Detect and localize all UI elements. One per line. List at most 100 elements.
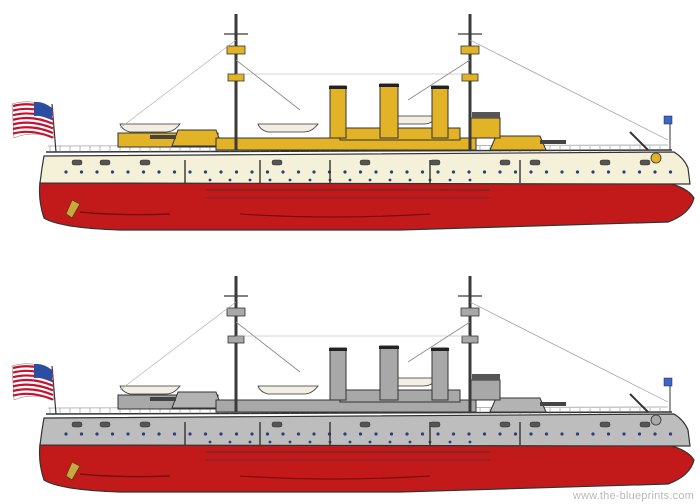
- watermark-text: www.the-blueprints.com: [572, 490, 694, 502]
- porthole: [653, 432, 657, 436]
- porthole: [296, 432, 301, 436]
- porthole: [482, 432, 487, 436]
- porthole: [348, 440, 352, 444]
- porthole: [388, 440, 392, 444]
- fighting-top: [227, 73, 245, 82]
- porthole: [288, 178, 292, 182]
- porthole: [188, 170, 192, 174]
- aft-turret-guns: [150, 397, 176, 401]
- porthole: [110, 170, 115, 174]
- porthole: [668, 432, 673, 436]
- flag-stripe: [12, 121, 54, 130]
- porthole: [606, 432, 611, 436]
- porthole: [268, 178, 272, 182]
- rigging-line: [235, 59, 301, 111]
- flag-stripe: [12, 116, 54, 125]
- backstay: [119, 301, 237, 391]
- flag-stripe: [12, 383, 54, 392]
- porthole: [436, 170, 440, 174]
- gun-port: [99, 159, 111, 166]
- propeller-shaft: [79, 473, 171, 478]
- rigging-line: [407, 59, 471, 101]
- porthole: [343, 170, 347, 174]
- porthole: [420, 170, 425, 174]
- porthole: [296, 170, 301, 174]
- gun-port: [599, 159, 611, 166]
- porthole: [265, 432, 270, 436]
- gun-port: [71, 421, 83, 428]
- lower-hull: [38, 443, 695, 493]
- porthole: [448, 440, 452, 444]
- rigging-line: [235, 321, 301, 373]
- porthole: [529, 432, 533, 436]
- porthole: [203, 432, 208, 436]
- forward-turret-guns: [540, 140, 566, 144]
- lifeboat: [257, 385, 319, 395]
- funnel-cap: [379, 346, 399, 349]
- porthole: [668, 170, 673, 174]
- union-jack-icon: [663, 377, 673, 387]
- gun-port: [271, 159, 283, 166]
- funnel-cap: [431, 348, 449, 351]
- porthole: [498, 432, 502, 436]
- porthole: [467, 170, 471, 174]
- porthole: [64, 170, 68, 174]
- forward-turret-guns: [540, 402, 566, 406]
- upper-hull: [39, 413, 691, 447]
- flag-staff: [51, 103, 57, 153]
- bilge-keel-line: [239, 475, 431, 480]
- porthole: [451, 170, 456, 174]
- porthole: [288, 440, 292, 444]
- porthole: [591, 170, 595, 174]
- funnel-cap: [379, 84, 399, 87]
- backstay: [119, 39, 237, 129]
- porthole: [188, 432, 192, 436]
- gun-port: [529, 159, 541, 166]
- funnel: [329, 347, 347, 401]
- porthole: [219, 170, 223, 174]
- porthole: [248, 440, 252, 444]
- bilge-keel-line: [239, 213, 431, 218]
- porthole: [368, 440, 372, 444]
- fighting-top: [227, 335, 245, 344]
- porthole: [513, 432, 518, 436]
- gun-port: [429, 421, 441, 428]
- porthole: [219, 432, 223, 436]
- funnel: [379, 83, 399, 139]
- aft-turret-guns: [150, 135, 176, 139]
- bow-davit: [629, 393, 649, 413]
- forestay: [469, 39, 669, 141]
- lifeboat: [257, 123, 319, 133]
- porthole: [591, 432, 595, 436]
- union-jack-icon: [663, 115, 673, 125]
- forward-turret: [489, 135, 547, 151]
- porthole: [560, 170, 564, 174]
- porthole: [312, 432, 316, 436]
- porthole: [544, 432, 549, 436]
- porthole: [208, 178, 212, 182]
- gun-port: [139, 421, 151, 428]
- porthole: [405, 170, 409, 174]
- porthole: [203, 170, 208, 174]
- porthole: [408, 178, 412, 182]
- flag-staff: [51, 365, 57, 415]
- anchor-icon: [650, 414, 662, 426]
- porthole: [248, 178, 252, 182]
- porthole: [358, 432, 363, 436]
- funnel-cap: [431, 86, 449, 89]
- porthole: [653, 170, 657, 174]
- aft-turret: [171, 129, 223, 147]
- porthole: [348, 178, 352, 182]
- gun-port: [529, 421, 541, 428]
- porthole: [451, 432, 456, 436]
- flag-stripe: [12, 388, 54, 397]
- flag-stripe: [12, 126, 54, 135]
- porthole: [389, 432, 394, 436]
- lifeboat: [119, 385, 181, 395]
- gun-port: [359, 421, 371, 428]
- porthole: [308, 440, 312, 444]
- porthole: [468, 178, 472, 182]
- porthole: [95, 432, 99, 436]
- porthole: [64, 432, 68, 436]
